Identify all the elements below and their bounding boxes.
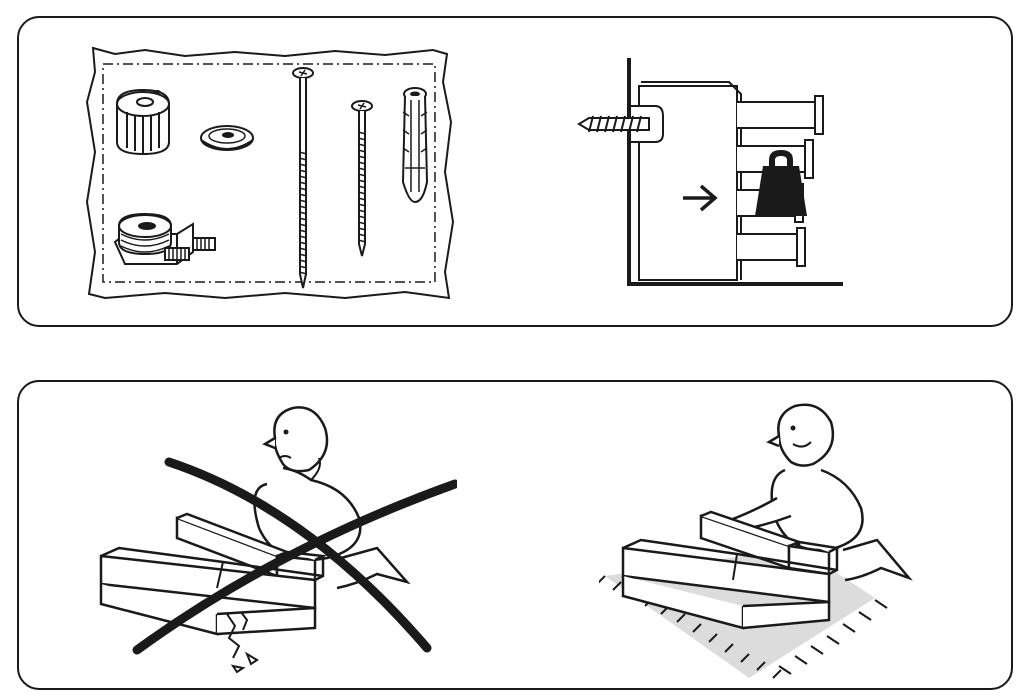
cam-bracket-icon	[113, 212, 216, 265]
hard-floor-drawer-icon	[99, 512, 328, 636]
crack-icon	[226, 611, 259, 674]
person-frowning-icon	[99, 406, 457, 674]
hardware-bag-icon	[85, 46, 455, 300]
prohibited-x-icon	[132, 457, 457, 655]
rug-drawer-icon	[621, 510, 842, 630]
assembly-surface-panel	[17, 380, 1013, 690]
long-screw-icon	[292, 67, 314, 289]
washer-icon	[200, 125, 254, 151]
arrow-right-icon	[683, 184, 718, 212]
short-screw-icon	[351, 100, 373, 257]
wall-anchoring-icon	[577, 58, 843, 286]
cam-lock-nut-icon	[116, 88, 170, 156]
weight-icon	[755, 150, 807, 216]
person-smiling-icon	[599, 403, 913, 679]
wall-plug-icon	[401, 87, 429, 204]
wall-screw-icon	[577, 115, 650, 133]
hardware-panel	[17, 16, 1013, 327]
